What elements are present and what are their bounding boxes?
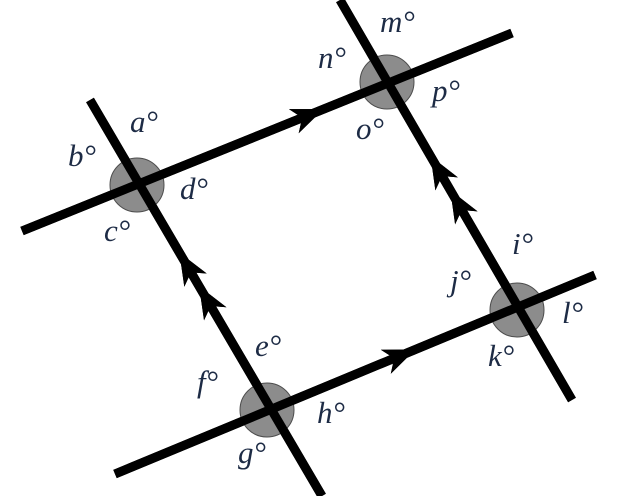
angle-label-i: i°: [512, 226, 534, 261]
angle-label-f: f°: [197, 364, 219, 399]
arrowhead-overlay-top-transversal-1: [288, 109, 324, 134]
angle-label-p: p°: [432, 73, 460, 108]
angle-label-a: a°: [130, 104, 158, 139]
angle-label-h: h°: [317, 395, 345, 430]
arrowhead-overlay-left-parallel-1: [179, 252, 207, 287]
angle-label-j: j°: [450, 263, 472, 298]
arrowhead-overlay-right-parallel-2: [450, 190, 478, 225]
angle-label-c: c°: [104, 213, 131, 248]
angle-label-e: e°: [255, 328, 282, 363]
arrowhead-overlay-bottom-transversal-1: [380, 349, 416, 374]
angle-label-g: g°: [238, 435, 266, 470]
angle-label-b: b°: [68, 138, 96, 173]
lines-overlay-group: [20, 0, 597, 496]
angle-label-n: n°: [318, 40, 346, 75]
angle-label-k: k°: [488, 338, 515, 373]
line-top-transversal: [20, 28, 514, 236]
angle-label-m: m°: [380, 4, 415, 39]
angle-label-d: d°: [180, 171, 208, 206]
angle-label-o: o°: [356, 111, 384, 146]
arrowhead-overlay-right-parallel-1: [430, 156, 458, 191]
arrowhead-overlay-left-parallel-2: [199, 286, 227, 321]
arrowheads-overlay-group: [179, 109, 478, 374]
line-bottom-transversal: [113, 270, 597, 479]
angle-label-l: l°: [562, 295, 584, 330]
lines-group: [20, 0, 597, 496]
